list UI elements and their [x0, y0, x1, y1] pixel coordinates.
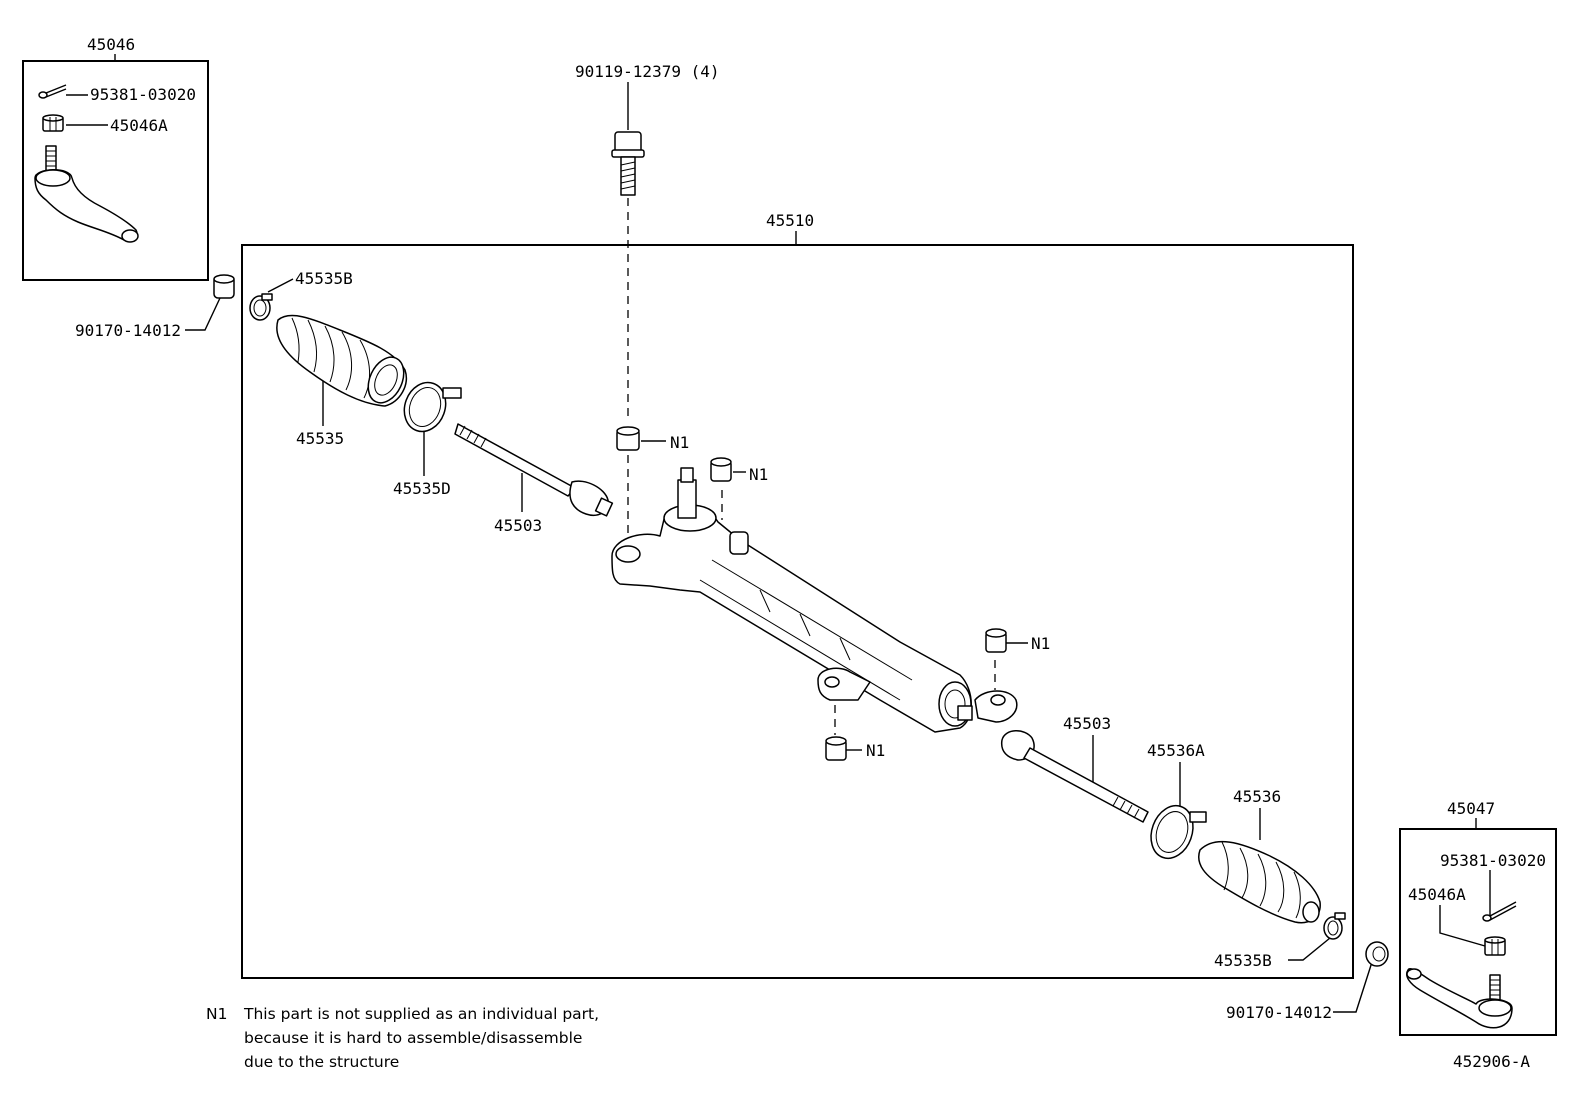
label-90170-14012-left[interactable]: 90170-14012: [75, 321, 181, 340]
cotter-pin-right: [1482, 901, 1517, 922]
label-n1-d[interactable]: N1: [866, 741, 885, 760]
bushing-n1-a: [616, 426, 640, 451]
note-line-1: This part is not supplied as an individu…: [243, 1005, 599, 1023]
label-95381-03020-left[interactable]: 95381-03020: [90, 85, 196, 104]
label-45535[interactable]: 45535: [296, 429, 344, 448]
label-95381-03020-right[interactable]: 95381-03020: [1440, 851, 1546, 870]
label-45047[interactable]: 45047: [1447, 799, 1495, 818]
rack-end-right: [1000, 730, 1149, 823]
cotter-pin-left: [38, 84, 67, 99]
label-45503-left[interactable]: 45503: [494, 516, 542, 535]
label-45046A-right[interactable]: 45046A: [1408, 885, 1466, 904]
label-45536A[interactable]: 45536A: [1147, 741, 1205, 760]
mounting-bolt: [611, 131, 645, 196]
hex-nut-right: [1365, 941, 1389, 967]
label-n1-a[interactable]: N1: [670, 433, 689, 452]
leader-lines: [66, 82, 1491, 1013]
label-90170-14012-right[interactable]: 90170-14012: [1226, 1003, 1332, 1022]
bushing-n1-c: [985, 628, 1007, 653]
steering-rack-boot-right: [1198, 840, 1321, 924]
boot-clamp-band-right: [1150, 804, 1207, 860]
rack-end-left: [454, 423, 614, 517]
main-assembly-box-45510: [241, 244, 1354, 979]
bushing-n1-d: [825, 736, 847, 761]
boot-clamp-band-left: [403, 381, 462, 433]
hex-nut-left: [213, 274, 235, 299]
note-line-2: because it is hard to assemble/disassemb…: [244, 1029, 582, 1047]
label-45535B-top[interactable]: 45535B: [295, 269, 353, 288]
label-n1-b[interactable]: N1: [749, 465, 768, 484]
castle-nut-left: [42, 114, 64, 132]
label-45510[interactable]: 45510: [766, 211, 814, 230]
boot-clamp-right: [1323, 912, 1346, 940]
note-line-3: due to the structure: [244, 1053, 399, 1071]
label-45536[interactable]: 45536: [1233, 787, 1281, 806]
tie-rod-end-left: [34, 145, 139, 243]
steering-gear-housing: [611, 467, 1018, 733]
label-45046[interactable]: 45046: [87, 35, 135, 54]
boot-clamp-left: [249, 293, 273, 321]
note-marker: N1: [206, 1005, 227, 1023]
castle-nut-right: [1484, 936, 1506, 956]
steering-rack-boot-left: [276, 314, 407, 407]
inset-box-45047: [1399, 828, 1557, 1036]
label-45535D[interactable]: 45535D: [393, 479, 451, 498]
label-45535B-bottom[interactable]: 45535B: [1214, 951, 1272, 970]
label-90119-12379[interactable]: 90119-12379 (4): [575, 62, 720, 81]
bushing-n1-b: [710, 457, 732, 482]
tie-rod-end-right: [1406, 968, 1513, 1029]
label-n1-c[interactable]: N1: [1031, 634, 1050, 653]
assembly-guide-lines: [627, 198, 996, 735]
label-45503-right[interactable]: 45503: [1063, 714, 1111, 733]
diagram-id: 452906-A: [1453, 1052, 1530, 1071]
label-45046A-left[interactable]: 45046A: [110, 116, 168, 135]
